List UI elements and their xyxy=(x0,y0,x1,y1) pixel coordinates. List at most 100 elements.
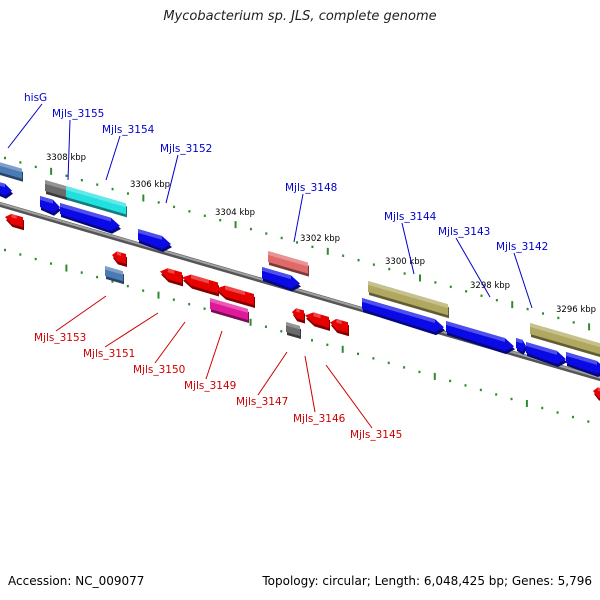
lower-scale-minor-tick xyxy=(387,361,390,365)
leader-line xyxy=(104,312,159,348)
gene-block-mjls-3154 xyxy=(66,186,127,218)
upper-scale-minor-tick xyxy=(173,205,176,209)
upper-scale-minor-tick xyxy=(265,232,268,235)
upper-scale-minor-tick xyxy=(19,161,22,164)
lower-scale-major-tick xyxy=(65,264,68,272)
gene-arrow-forward xyxy=(526,342,567,367)
upper-scale-major-tick xyxy=(234,221,237,229)
gene-arrow-mjls-3150 xyxy=(216,285,255,309)
lower-scale-minor-tick xyxy=(571,415,574,419)
leader-line xyxy=(513,252,533,309)
upper-scale-minor-tick xyxy=(449,285,452,289)
upper-scale-minor-tick xyxy=(557,316,560,320)
lower-scale-minor-tick xyxy=(495,393,498,396)
upper-scale-minor-tick xyxy=(480,294,483,297)
gene-arrow-reverse xyxy=(593,387,600,401)
gene-arrow-mjls-3146 xyxy=(305,312,330,331)
label-leader-lines xyxy=(7,103,533,429)
gene-label-forward: hisG xyxy=(24,92,47,104)
upper-scale-minor-tick xyxy=(188,210,191,213)
lower-scale-minor-tick xyxy=(510,397,513,401)
gene-label-forward: Mjls_3155 xyxy=(52,108,104,120)
upper-scale-minor-tick xyxy=(34,165,37,169)
leader-line xyxy=(154,321,186,364)
gene-label-forward: Mjls_3154 xyxy=(102,124,155,136)
upper-scale-minor-tick xyxy=(357,258,360,262)
lower-scale-minor-tick xyxy=(96,275,99,279)
scale-tick-label: 3298 kbp xyxy=(470,281,510,291)
lower-scale-minor-tick xyxy=(372,357,375,360)
map-title: Mycobacterium sp. JLS, complete genome xyxy=(163,9,437,24)
upper-scale-major-tick xyxy=(419,274,422,282)
upper-scale-minor-tick xyxy=(541,312,544,315)
gene-label-forward: Mjls_3152 xyxy=(160,143,212,155)
upper-scale-minor-tick xyxy=(96,183,99,186)
lower-scale-minor-tick xyxy=(172,298,175,301)
gene-label-reverse: Mjls_3146 xyxy=(293,413,346,425)
gene-block-mjls-3147 xyxy=(286,322,301,340)
upper-scale-minor-tick xyxy=(311,245,314,249)
upper-scale-minor-tick xyxy=(219,219,222,222)
gene-label-forward: Mjls_3142 xyxy=(496,241,548,253)
leader-line xyxy=(455,237,491,298)
lower-scale-major-tick xyxy=(249,318,252,326)
gene-label-forward: Mjls_3144 xyxy=(384,211,437,223)
gene-arrow-forward xyxy=(40,196,61,216)
gene-arrow-forward xyxy=(0,182,13,199)
gene-arrow-reverse xyxy=(5,213,24,231)
lower-scale-minor-tick xyxy=(19,253,22,256)
gene-label-reverse: Mjls_3153 xyxy=(34,332,86,344)
gene-arrow-reverse xyxy=(330,318,349,337)
upper-scale-minor-tick xyxy=(157,201,160,204)
leader-line xyxy=(105,135,121,181)
leader-line xyxy=(401,222,415,275)
lower-scale-minor-tick xyxy=(126,284,129,288)
scale-tick-label: 3296 kbp xyxy=(556,305,596,315)
gene-label-reverse: Mjls_3151 xyxy=(83,348,135,360)
gene-arrow-forward xyxy=(566,352,600,377)
upper-scale-minor-tick xyxy=(572,321,575,324)
upper-scale-minor-tick xyxy=(465,290,468,293)
gene-block-mjls-3148 xyxy=(268,251,309,277)
upper-scale-major-tick xyxy=(588,323,591,331)
upper-scale-minor-tick xyxy=(526,307,529,311)
leader-line xyxy=(7,103,43,149)
gene-block-mjls-3153 xyxy=(105,266,124,285)
gene-label-reverse: Mjls_3149 xyxy=(184,380,236,392)
leader-line xyxy=(304,355,316,413)
scale-tick-label: 3308 kbp xyxy=(46,153,86,163)
upper-scale-minor-tick xyxy=(4,156,6,160)
upper-scale-major-tick xyxy=(50,167,53,175)
gene-arrow-reverse xyxy=(182,274,219,297)
lower-scale-minor-tick xyxy=(80,271,83,274)
scale-tick-label: 3304 kbp xyxy=(215,208,255,218)
upper-scale-minor-tick xyxy=(111,187,114,191)
upper-scale-minor-tick xyxy=(65,174,68,177)
lower-scale-major-tick xyxy=(341,345,344,353)
lower-scale-minor-tick xyxy=(556,411,559,414)
lower-scale-minor-tick xyxy=(587,420,590,423)
gene-arrow-forward xyxy=(60,203,121,234)
upper-scale-minor-tick xyxy=(249,227,252,231)
lower-scale-minor-tick xyxy=(357,352,360,356)
lower-scale-minor-tick xyxy=(280,330,283,333)
leader-line xyxy=(205,330,223,380)
lower-scale-minor-tick xyxy=(418,370,421,374)
gene-block-mjls-3149 xyxy=(210,298,249,324)
gene-label-forward: Mjls_3143 xyxy=(438,226,490,238)
lower-scale-major-tick xyxy=(433,372,436,380)
lower-scale-minor-tick xyxy=(310,339,313,342)
lower-scale-minor-tick xyxy=(403,366,406,369)
gene-label-forward: Mjls_3148 xyxy=(285,182,337,194)
scale-tick-label: 3302 kbp xyxy=(300,234,340,244)
gene-label-reverse: Mjls_3150 xyxy=(133,364,185,376)
lower-scale-major-tick xyxy=(157,291,160,299)
lower-scale-minor-tick xyxy=(541,406,544,410)
gene-arrow-forward xyxy=(362,298,445,336)
gene-arrow-forward xyxy=(262,267,301,292)
lower-scale-minor-tick xyxy=(34,257,37,261)
leader-line xyxy=(67,119,71,181)
upper-scale-minor-tick xyxy=(296,241,299,244)
